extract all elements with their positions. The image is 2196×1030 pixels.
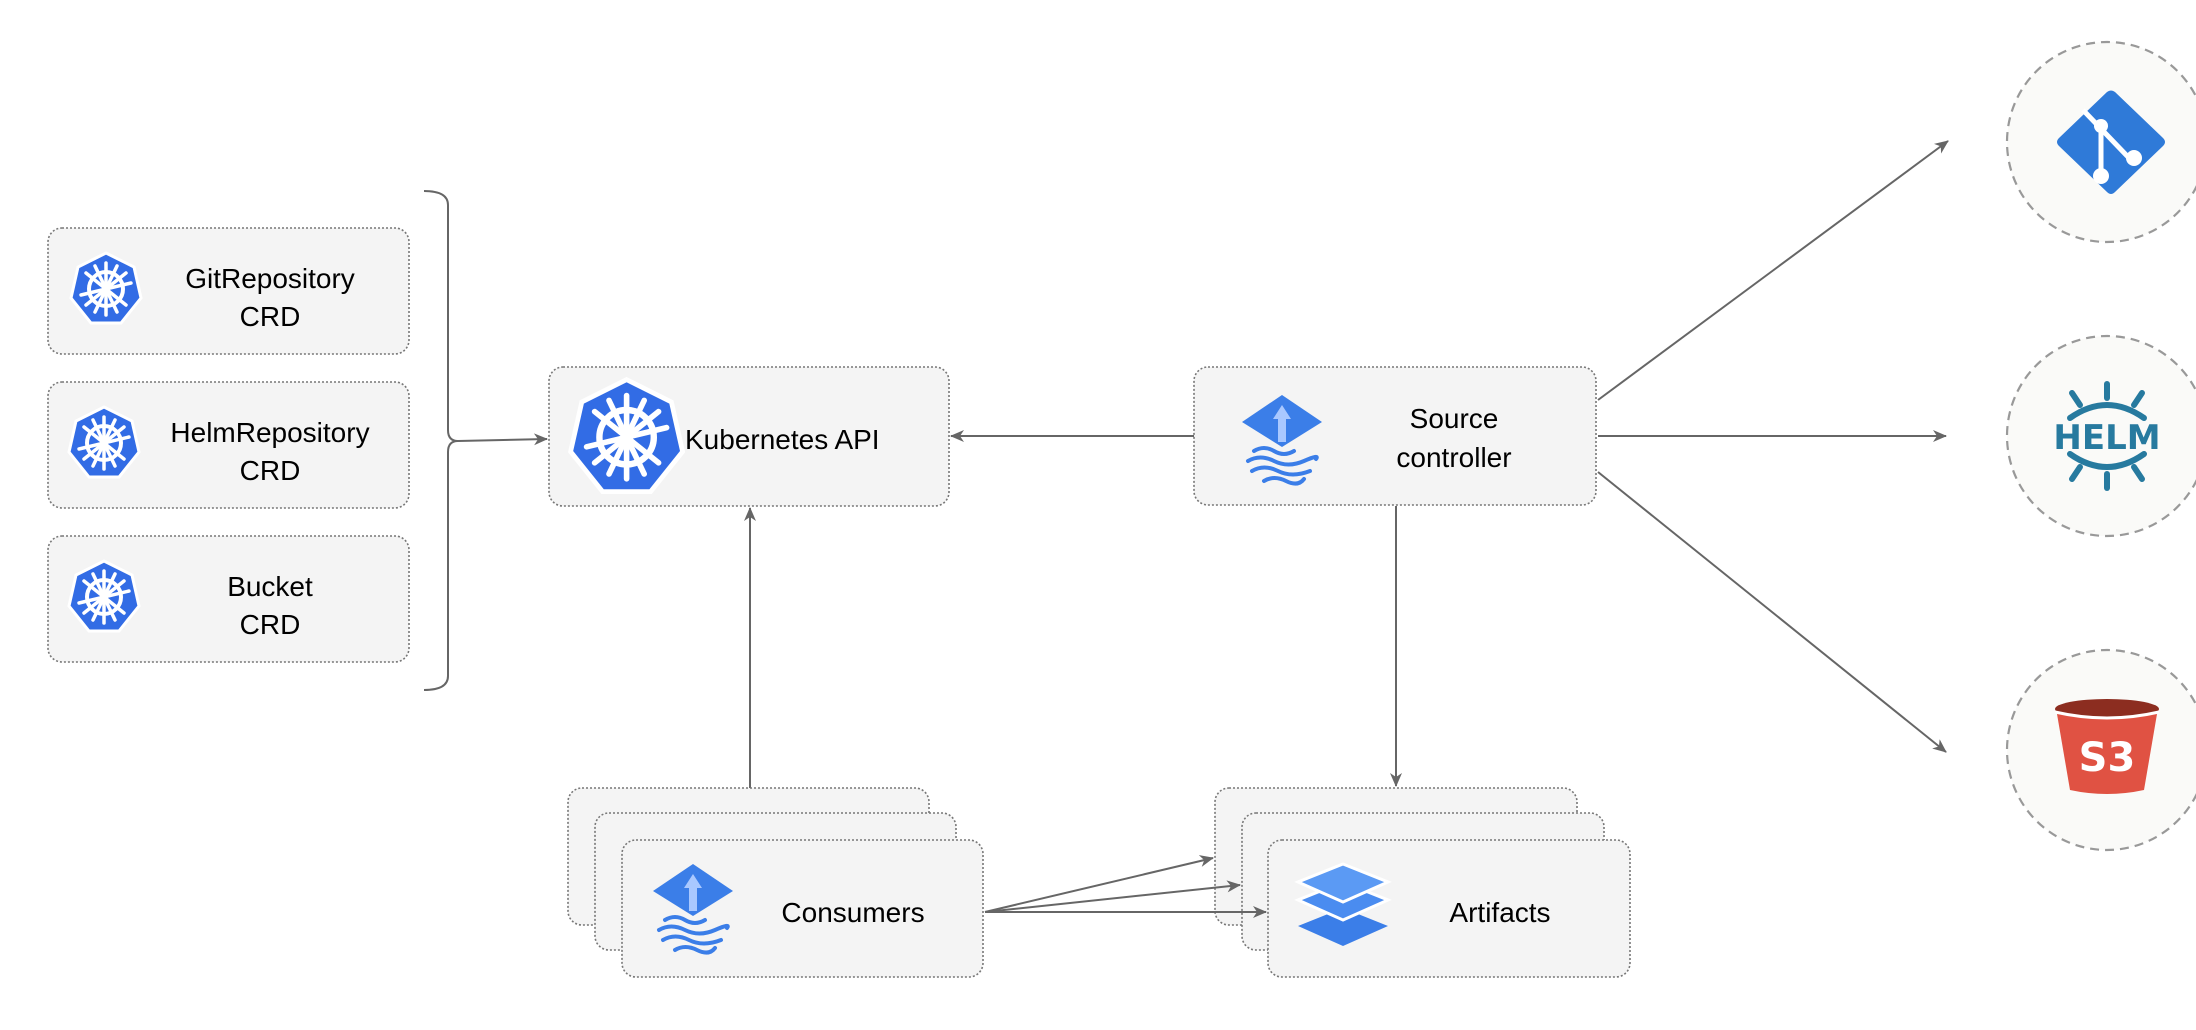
grouping-brace <box>423 190 459 691</box>
s3-source[interactable]: S3 <box>2005 648 2196 852</box>
edge-crds-to-api <box>457 433 548 446</box>
edge-controller-to-s3 <box>1597 471 1947 753</box>
s3-wordmark: S3 <box>2079 735 2136 781</box>
consumers-node[interactable]: Consumers <box>567 787 984 978</box>
crd-label: Bucket <box>227 571 313 602</box>
edge-consumers-to-artifacts <box>984 880 1241 913</box>
git-icon <box>2057 90 2165 194</box>
kubernetes-api-label: Kubernetes API <box>685 424 880 455</box>
consumers-label: Consumers <box>781 897 924 928</box>
helm-wordmark: HELM <box>2053 418 2160 458</box>
crd-sublabel: CRD <box>240 609 301 640</box>
crd-label: HelmRepository <box>170 417 369 448</box>
crd-sublabel: CRD <box>240 455 301 486</box>
crd-bucket[interactable]: Bucket CRD <box>47 535 410 663</box>
helm-source[interactable]: HELM <box>2005 334 2196 538</box>
s3-bucket-icon: S3 <box>2054 699 2160 794</box>
source-controller-sublabel: controller <box>1396 442 1511 473</box>
artifacts-label: Artifacts <box>1449 897 1550 928</box>
helm-icon: HELM <box>2053 381 2161 491</box>
layers-icon <box>1294 862 1392 946</box>
crd-sublabel: CRD <box>240 301 301 332</box>
edge-consumers-to-artifacts <box>984 855 1214 913</box>
edge-controller-to-git <box>1597 140 1949 401</box>
source-controller-node[interactable]: Source controller <box>1193 366 1597 506</box>
git-source[interactable] <box>2005 40 2196 244</box>
crd-gitrepository[interactable]: GitRepository CRD <box>47 227 410 355</box>
crd-label: GitRepository <box>185 263 355 294</box>
artifacts-node[interactable]: Artifacts <box>1214 787 1631 978</box>
source-controller-label: Source <box>1410 403 1499 434</box>
kubernetes-api-node[interactable]: Kubernetes API <box>548 366 950 507</box>
crd-helmrepository[interactable]: HelmRepository CRD <box>47 381 410 509</box>
